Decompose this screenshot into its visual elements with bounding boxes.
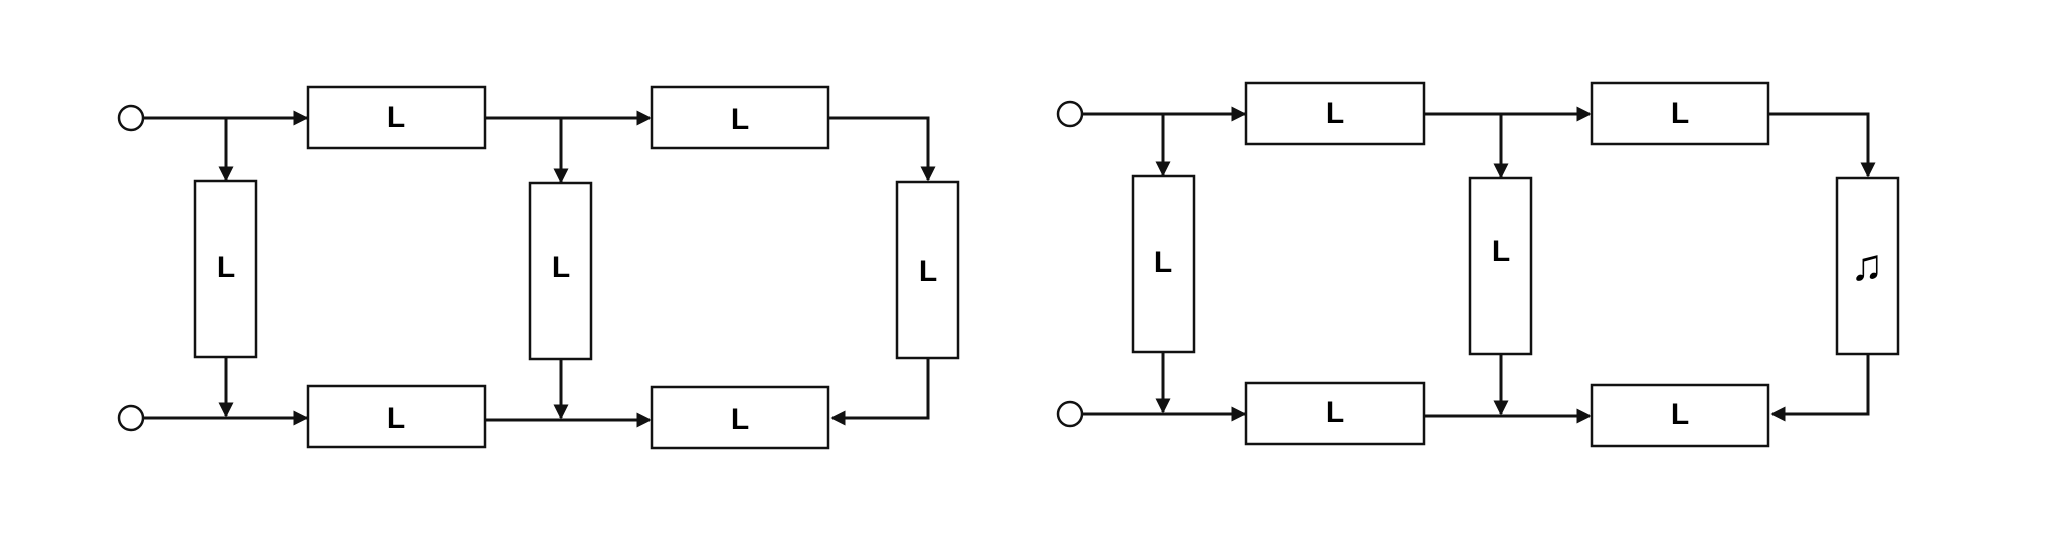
- inductor-top-2: [650, 85, 830, 150]
- wire-top-right: [1768, 112, 1876, 178]
- label-vertical-2: L: [552, 251, 570, 284]
- label-vertical-2: L: [1492, 235, 1510, 268]
- inductor-vertical-2: [1468, 176, 1533, 356]
- inductor-bottom-2: [650, 385, 830, 450]
- inductor-bottom-2: [1590, 383, 1770, 448]
- label-top-2: L: [731, 103, 749, 136]
- inductor-top-1: [1244, 81, 1426, 146]
- label-bottom-2: L: [731, 403, 749, 436]
- music-note-icon: ♫: [1851, 241, 1884, 290]
- label-bottom-2: L: [1671, 398, 1689, 431]
- inductor-vertical-1: [1131, 174, 1196, 354]
- input-terminal-top: [1056, 100, 1084, 128]
- inductor-vertical-2: [528, 181, 593, 361]
- label-top-2: L: [1671, 97, 1689, 130]
- inductor-bottom-1: [306, 384, 487, 449]
- label-vertical-1: L: [217, 251, 235, 284]
- label-bottom-1: L: [387, 402, 405, 435]
- wire-vert3-return: [830, 358, 930, 426]
- inductor-vertical-1: [193, 179, 258, 359]
- left-diagram: L L L L L L L: [117, 85, 960, 450]
- input-terminal-bottom: [1056, 400, 1084, 428]
- inductor-bottom-1: [1244, 381, 1426, 446]
- inductor-top-2: [1590, 81, 1770, 146]
- inductor-top-1: [306, 85, 487, 150]
- input-terminal-bottom: [117, 404, 145, 432]
- right-diagram: L L L L ♫ L L: [1056, 81, 1900, 448]
- wire-top-right: [828, 116, 936, 182]
- label-top-1: L: [387, 101, 405, 134]
- music-note-element: [1835, 176, 1900, 356]
- label-vertical-1: L: [1154, 246, 1172, 279]
- label-vertical-3: L: [919, 255, 937, 288]
- wire-vert3-return: [1770, 354, 1870, 422]
- inductor-vertical-3: [895, 180, 960, 360]
- label-bottom-1: L: [1326, 396, 1344, 429]
- label-top-1: L: [1326, 97, 1344, 130]
- input-terminal-top: [117, 104, 145, 132]
